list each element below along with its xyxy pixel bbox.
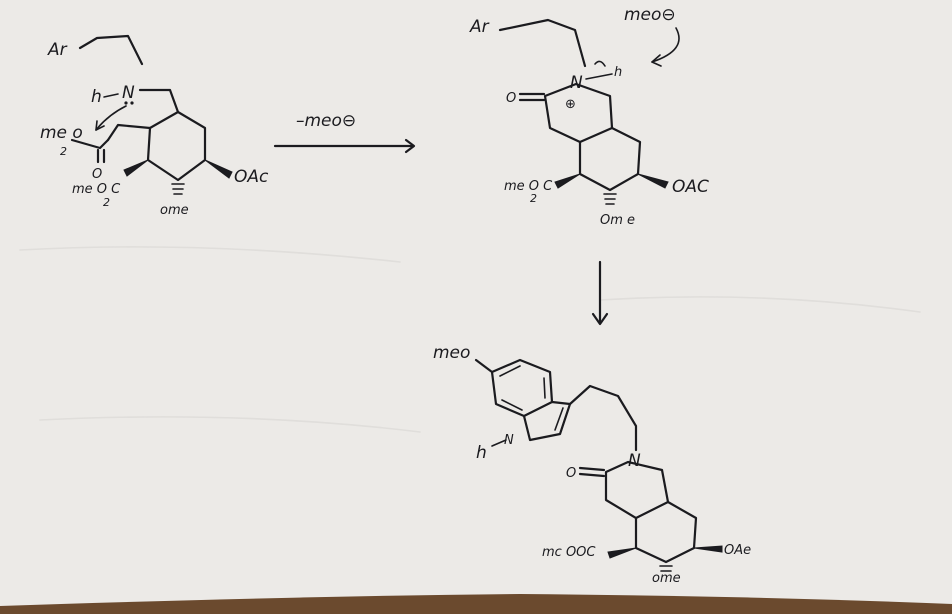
s1-ester-bond xyxy=(70,138,110,150)
s1-ar-label: Ar xyxy=(47,40,68,60)
reaction-arrow-2 xyxy=(591,260,609,326)
s2-nh-bond xyxy=(585,73,613,80)
s1-ome-label: ome xyxy=(160,203,189,218)
s3-pyrrole-double-bond xyxy=(554,407,564,431)
s2-nh-arrow xyxy=(594,60,606,67)
s3-meo-label: meo xyxy=(433,343,470,363)
s2-carbonyl-double-bond xyxy=(518,92,546,102)
s1-oac-label: OAc xyxy=(234,167,269,187)
s3-cyclohexane xyxy=(634,500,698,564)
s3-wedge-co2me xyxy=(607,547,637,559)
s1-hash-ome xyxy=(171,183,185,195)
s1-wedge-oac xyxy=(204,159,233,179)
s2-h-label: h xyxy=(614,65,622,80)
lactam-intermediate: Ar meo⊖ N h ⊕ O me O C 2 Om e OAC xyxy=(469,5,709,228)
s3-ome-label: ome xyxy=(652,571,681,586)
s3-hash-ome xyxy=(659,565,673,572)
table-edge-strip xyxy=(0,594,952,614)
s1-curly-arrow-head xyxy=(95,120,105,131)
s3-o-label: O xyxy=(566,466,576,481)
s2-wedge-co2me xyxy=(554,173,581,189)
s3-carbonyl-double-bond xyxy=(578,466,606,478)
s1-n-ch2-bond xyxy=(138,88,180,114)
s3-wedge-oac xyxy=(693,545,723,553)
s2-ar-label: Ar xyxy=(469,17,490,37)
s1-nh-bond xyxy=(103,93,119,98)
s1-meooc-label: me O C xyxy=(72,182,121,197)
product-structure: meo N h N O mc OOC ome OAe xyxy=(433,343,751,586)
s1-h-label: h xyxy=(91,87,102,107)
s2-o-label: O xyxy=(506,91,516,106)
s2-wedge-oac xyxy=(637,173,669,189)
s1-meo-label: me o xyxy=(40,123,83,143)
s1-cyclohexane xyxy=(146,110,207,182)
s3-meo-bond xyxy=(474,358,494,374)
s3-pyrrole-ring xyxy=(522,400,572,442)
s2-meo2-label: me O C xyxy=(504,179,553,194)
s1-ch2-ester-bond xyxy=(106,123,152,142)
s3-ethyl-chain xyxy=(568,384,638,452)
arrow-label: –meo⊖ xyxy=(296,111,356,131)
paper-texture xyxy=(19,246,921,433)
s3-nh-bond xyxy=(491,439,507,447)
s1-wedge-co2me xyxy=(123,159,149,177)
s1-ethyl-chain xyxy=(78,34,144,66)
s2-ethyl-chain xyxy=(498,18,587,68)
s3-n-label: N xyxy=(628,451,641,471)
s1-curly-arrow xyxy=(95,105,127,131)
arrow-head xyxy=(404,138,416,154)
s2-meo2-sub: 2 xyxy=(530,192,537,205)
s1-lone-pair-dot-1 xyxy=(124,101,128,105)
s3-oac-label: OAe xyxy=(724,543,751,558)
s1-n-label: N xyxy=(122,83,135,103)
s3-n-indole-label: N xyxy=(504,433,514,448)
s3-benzene-ring xyxy=(490,358,554,418)
s3-h-label: h xyxy=(476,443,487,463)
s2-plus-label: ⊕ xyxy=(565,97,576,112)
s2-ome-label: Om e xyxy=(600,213,635,228)
s3-meooc-label: mc OOC xyxy=(542,545,596,560)
s2-curly-arrow-head xyxy=(651,54,662,67)
s2-curly-arrow xyxy=(651,27,680,63)
s1-o-label: O xyxy=(92,167,102,182)
s2-cyclohexane xyxy=(578,126,642,192)
down-arrow-head xyxy=(591,312,609,326)
s2-n-label: N xyxy=(570,73,583,93)
s1-lone-pair-dot-2 xyxy=(130,101,134,105)
s1-carbonyl-double-bond xyxy=(96,148,106,164)
s1-meo-sub: 2 xyxy=(60,145,67,158)
reaction-arrow-1: –meo⊖ xyxy=(273,111,416,154)
starting-material: Ar h N me o 2 O me O C 2 ome OAc xyxy=(40,34,269,218)
s2-hash-ome xyxy=(603,193,617,205)
s2-oac-label: OAC xyxy=(672,177,709,197)
s2-meo-minus-label: meo⊖ xyxy=(624,5,676,25)
s3-benzene-double-bonds xyxy=(499,365,546,411)
s1-meooc-sub: 2 xyxy=(103,196,110,209)
